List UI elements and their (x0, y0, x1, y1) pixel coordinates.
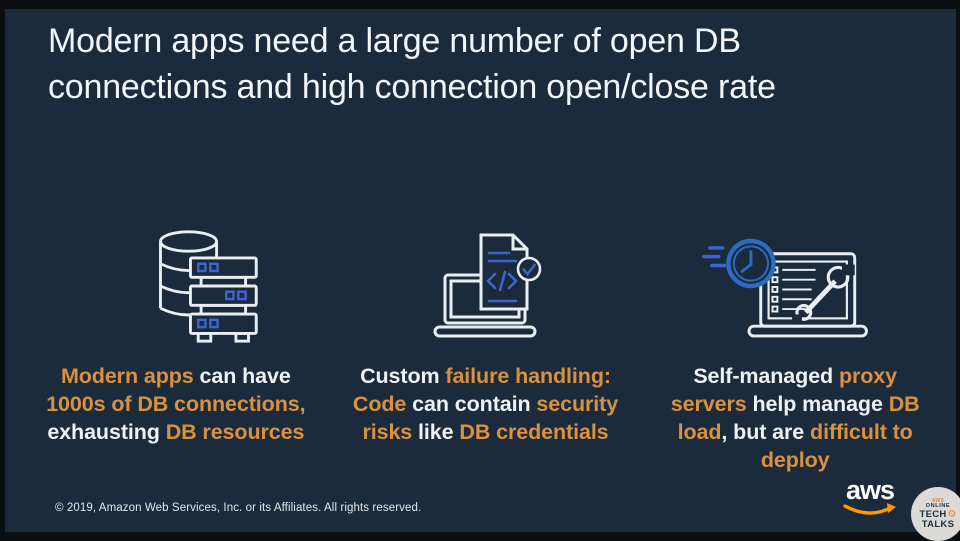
copyright-text: © 2019, Amazon Web Services, Inc. or its… (55, 502, 422, 514)
badge-online-label: ONLINE (925, 502, 951, 509)
caption-failure-handling: Custom failure handling:Code can contain… (352, 364, 619, 444)
code-document-laptop-icon (423, 207, 549, 349)
aws-smile-icon (843, 503, 896, 515)
slide-title: Modern apps need a large number of open … (48, 22, 776, 106)
badge-talks-label: TALKS (921, 518, 955, 530)
gear-icon: ⚙ (947, 508, 957, 520)
column-failure-handling: Custom failure handling:Code can contain… (331, 207, 641, 496)
speed-clock-icon (702, 238, 776, 289)
badge-aws-label: AWS (931, 497, 945, 504)
slide-background: Modern apps need a large number of open … (5, 9, 956, 532)
proxy-server-wrench-clock-icon-svg (702, 238, 869, 338)
aws-online-tech-talks-badge: AWS ONLINE TECH ⚙ TALKS (911, 487, 960, 541)
wrench-icon (792, 264, 855, 324)
aws-logo: aws (842, 475, 898, 518)
code-document-laptop-icon-svg (433, 233, 541, 338)
database-servers-icon (145, 207, 263, 349)
database-servers-icon-svg (158, 230, 258, 343)
aws-logo-text: aws (845, 475, 895, 505)
proxy-server-wrench-clock-icon (702, 207, 888, 349)
badge-tech-label: TECH (919, 508, 947, 520)
